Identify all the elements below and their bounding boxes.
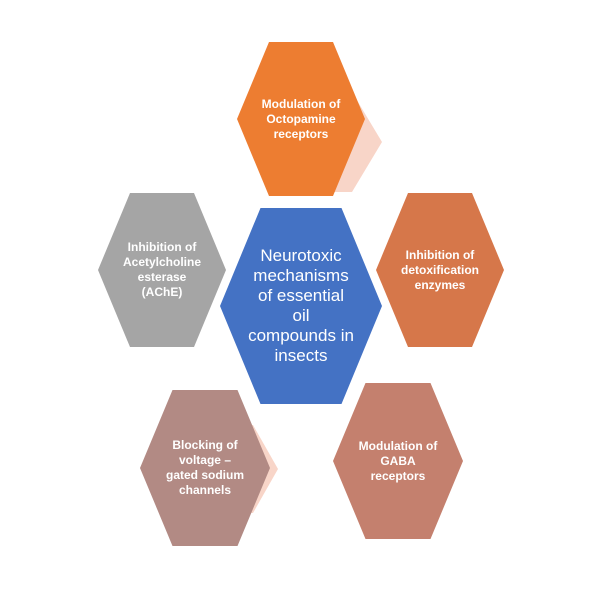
center-hexagon: Neurotoxic mechanisms of essential oil c… bbox=[220, 208, 382, 404]
octopamine-label: Modulation of Octopamine receptors bbox=[261, 96, 341, 141]
ache-hexagon: Inhibition of Acetylcholine esterase (AC… bbox=[98, 193, 226, 347]
center-label: Neurotoxic mechanisms of essential oil c… bbox=[248, 246, 354, 365]
sodium-hexagon: Blocking of voltage – gated sodium chann… bbox=[140, 390, 270, 546]
detox-label: Inhibition of detoxification enzymes bbox=[400, 247, 479, 292]
gaba-label: Modulation of GABA receptors bbox=[358, 438, 438, 483]
detox-hexagon: Inhibition of detoxification enzymes bbox=[376, 193, 504, 347]
octopamine-hexagon: Modulation of Octopamine receptors bbox=[237, 42, 365, 196]
gaba-hexagon: Modulation of GABA receptors bbox=[333, 383, 463, 539]
sodium-label: Blocking of voltage – gated sodium chann… bbox=[165, 438, 244, 497]
ache-label: Inhibition of Acetylcholine esterase (AC… bbox=[122, 240, 202, 299]
